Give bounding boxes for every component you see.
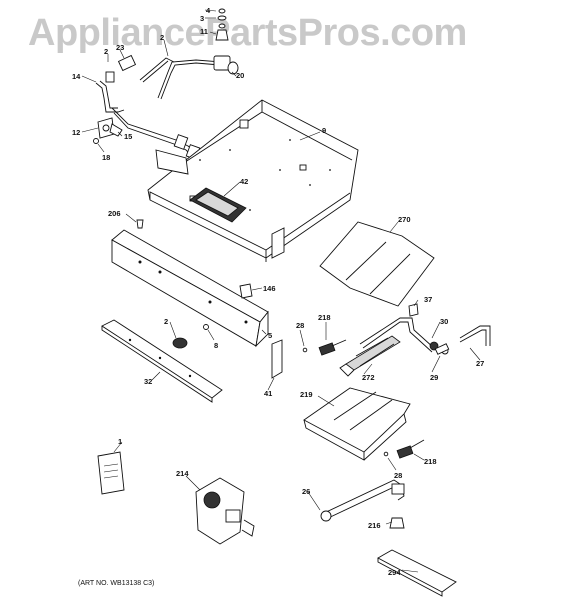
callout-219: 219 <box>300 390 313 399</box>
callout-labels: 4 3 11 2 2 23 20 14 9 12 15 18 42 206 27… <box>72 6 484 577</box>
callout-37: 37 <box>424 295 432 304</box>
callout-12: 12 <box>72 128 80 137</box>
callout-218: 218 <box>424 457 437 466</box>
trim-strip[interactable] <box>101 319 223 403</box>
heat-shield-219[interactable] <box>303 387 411 461</box>
callout-11: 11 <box>200 27 208 36</box>
burner-tube-26[interactable] <box>320 479 405 522</box>
callout-9: 9 <box>322 126 326 135</box>
thermostat-valve-214[interactable] <box>195 477 255 545</box>
callout-206: 206 <box>108 209 121 218</box>
callout-1: 1 <box>118 437 122 446</box>
oven-window-frame[interactable] <box>189 187 247 223</box>
callout-2: 2 <box>160 33 164 42</box>
callout-218: 218 <box>318 313 331 322</box>
callout-2: 2 <box>164 317 168 326</box>
screw-28-lower[interactable] <box>383 451 389 457</box>
callout-28: 28 <box>296 321 304 330</box>
grommet-37[interactable] <box>408 303 419 317</box>
screw-8[interactable] <box>203 324 209 330</box>
leader-lines <box>81 9 481 573</box>
burner-box[interactable] <box>147 99 359 262</box>
callout-18: 18 <box>102 153 110 162</box>
callout-28: 28 <box>394 471 402 480</box>
callout-27: 27 <box>476 359 484 368</box>
orifice-fittings[interactable] <box>215 8 229 41</box>
callout-5: 5 <box>268 331 272 340</box>
orifice-29[interactable] <box>434 343 450 355</box>
igniter-218-upper[interactable] <box>318 339 347 356</box>
screw-206[interactable] <box>136 219 144 229</box>
callout-15: 15 <box>124 132 132 141</box>
pressure-regulator-fitting[interactable] <box>213 55 239 75</box>
rod-27[interactable] <box>459 325 491 346</box>
callout-8: 8 <box>214 341 218 350</box>
callout-26: 26 <box>302 487 310 496</box>
callout-23: 23 <box>116 43 124 52</box>
callout-4: 4 <box>206 6 211 15</box>
bake-burner-272[interactable] <box>339 335 401 377</box>
gas-line-tubing[interactable] <box>139 57 227 100</box>
burner-valve-bracket[interactable] <box>93 117 123 144</box>
callout-20: 20 <box>236 71 244 80</box>
callout-41: 41 <box>264 389 272 398</box>
clip-146[interactable] <box>239 283 253 299</box>
callout-146: 146 <box>263 284 276 293</box>
callout-32: 32 <box>144 377 152 386</box>
igniter-218-lower[interactable] <box>396 439 425 459</box>
callout-216: 216 <box>368 521 381 530</box>
manifold-pipe[interactable] <box>95 54 201 160</box>
nut-216[interactable] <box>389 517 405 529</box>
callout-29: 29 <box>430 373 438 382</box>
knob-2[interactable] <box>172 337 188 349</box>
callout-14: 14 <box>72 72 81 81</box>
watermark-logo: AppliancePartsPros.com <box>28 12 467 54</box>
trim-strip-294[interactable] <box>377 549 457 597</box>
callout-294: 294 <box>388 568 401 577</box>
callout-214: 214 <box>176 469 189 478</box>
manifold-panel[interactable] <box>111 229 269 348</box>
screw-28-upper[interactable] <box>302 347 308 353</box>
heat-shield-270[interactable] <box>319 221 435 307</box>
callout-42: 42 <box>240 177 248 186</box>
art-number: (ART NO. WB13138 C3) <box>78 580 155 587</box>
callout-2: 2 <box>104 47 108 56</box>
callout-3: 3 <box>200 14 204 23</box>
bracket-41[interactable] <box>271 339 283 379</box>
callout-30: 30 <box>440 317 448 326</box>
callout-272: 272 <box>362 373 375 382</box>
owner-manual-1[interactable] <box>97 451 125 495</box>
callout-270: 270 <box>398 215 411 224</box>
